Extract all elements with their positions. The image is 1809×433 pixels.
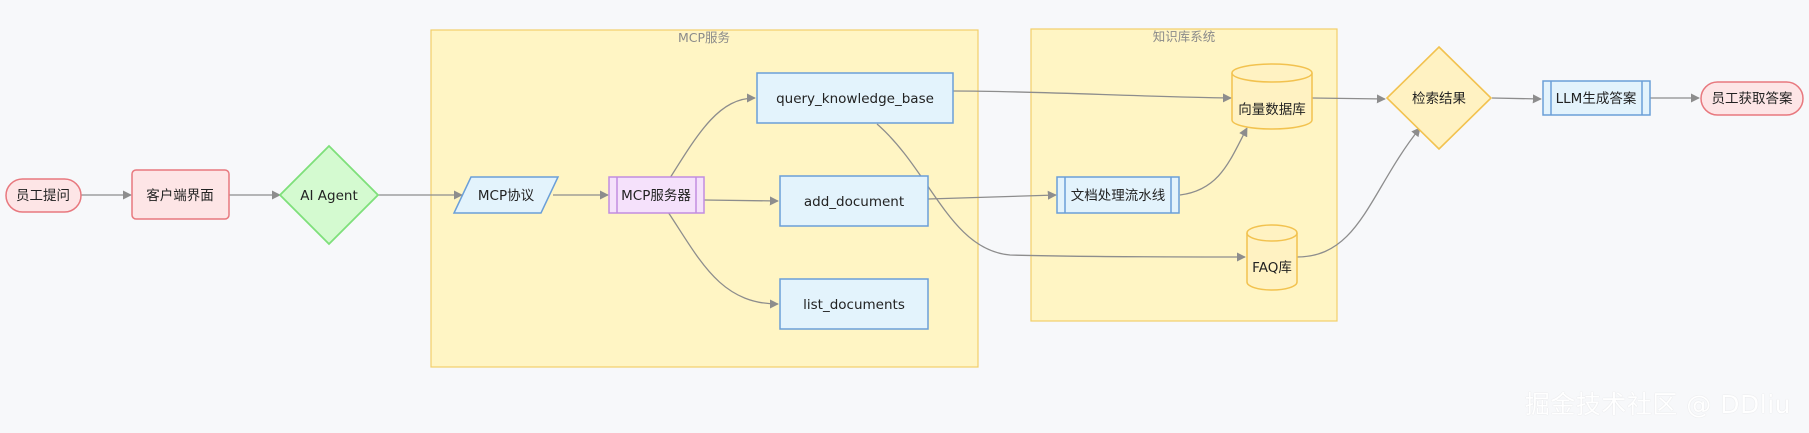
edge-server-to-list [667,211,779,309]
edge-faq-to-search [1296,127,1421,258]
edge-server-to-add [703,196,779,206]
node-client-ui: 客户端界面 [131,169,230,220]
node-doc-pipeline: 文档处理流水线 [1056,176,1180,214]
node-query-knowledge-base: query_knowledge_base [756,72,954,124]
node-search-result-label: 检索结果 [1412,91,1466,107]
node-list-documents: list_documents [779,278,929,330]
node-llm-answer-label: LLM生成答案 [1556,90,1637,107]
node-client-ui-label: 客户端界面 [146,187,214,204]
node-employee-answer-label: 员工获取答案 [1712,90,1793,107]
edge-server-to-query [669,93,756,179]
edge-query-to-vector [952,90,1232,103]
node-doc-pipeline-label: 文档处理流水线 [1071,188,1166,204]
group-knowledge-base-label: 知识库系统 [1153,29,1216,44]
node-mcp-server: MCP服务器 [608,176,705,214]
edge-search-to-llm [1491,94,1542,104]
node-search-result: 检索结果 [1385,45,1493,151]
node-add-document-label: add_document [804,194,904,210]
node-vector-db: 向量数据库 [1231,63,1313,130]
edge-vector-to-search [1311,94,1386,104]
node-mcp-protocol-label: MCP协议 [478,188,535,204]
node-faq-db: FAQ库 [1246,224,1298,291]
node-ai-agent: AI Agent [278,144,380,246]
edge-pipeline-to-vector [1179,127,1248,196]
node-query-knowledge-base-label: query_knowledge_base [776,91,934,107]
node-ai-agent-label: AI Agent [300,188,357,204]
node-llm-answer: LLM生成答案 [1542,80,1651,116]
node-employee-question: 员工提问 [5,178,82,213]
node-add-document: add_document [779,175,929,227]
node-list-documents-label: list_documents [803,297,905,313]
node-mcp-protocol: MCP协议 [452,176,560,214]
node-mcp-server-label: MCP服务器 [621,188,691,204]
edge-add-to-pipeline [927,190,1057,200]
watermark: 掘金技术社区 @ DDliu [1524,390,1791,419]
node-employee-answer: 员工获取答案 [1700,81,1804,116]
node-faq-db-label: FAQ库 [1252,260,1292,276]
group-mcp-service-label: MCP服务 [678,30,730,45]
node-vector-db-label: 向量数据库 [1238,102,1306,118]
node-employee-question-label: 员工提问 [16,188,70,204]
